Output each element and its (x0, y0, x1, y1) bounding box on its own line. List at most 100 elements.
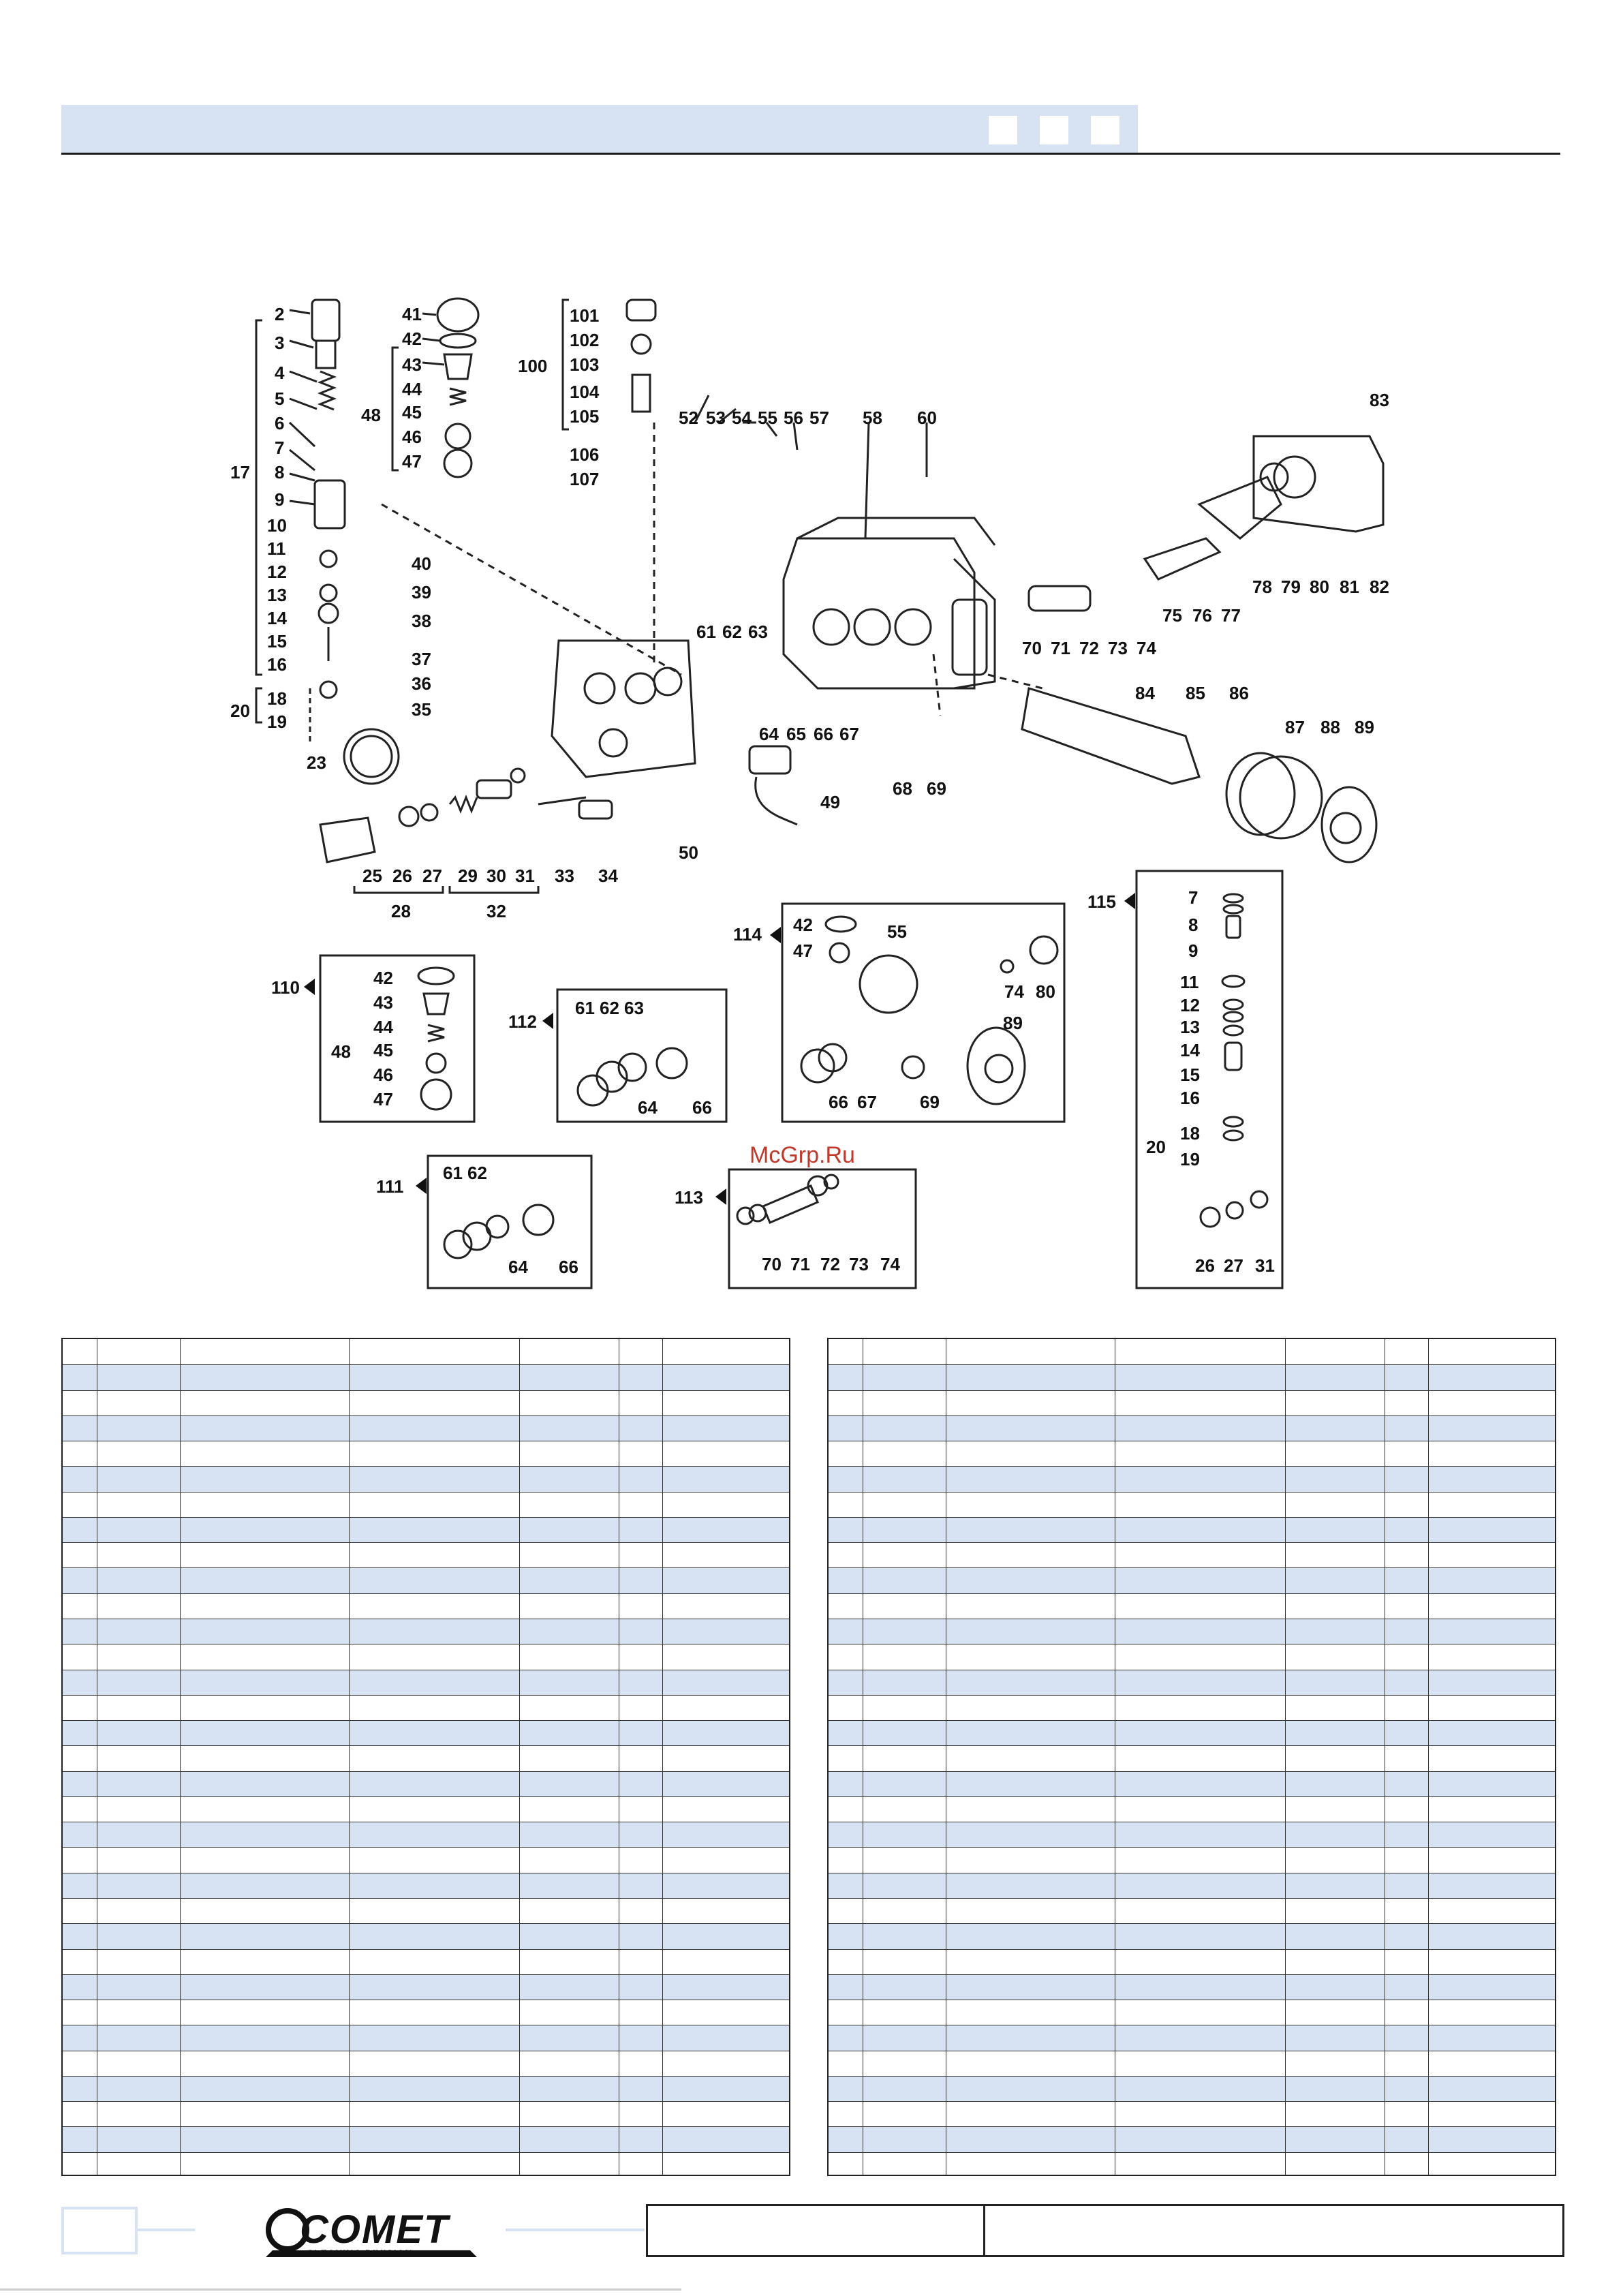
table-row (829, 2152, 1555, 2178)
part-label: 14 (1180, 1040, 1200, 1060)
part-label: 18 (267, 688, 287, 709)
table-row (63, 1796, 789, 1822)
part-label: 20 (1146, 1137, 1166, 1157)
table-column-divider (1285, 1339, 1286, 2175)
table-row (63, 1669, 789, 1696)
part-label: 55 (887, 921, 907, 942)
part-label: 76 (1192, 605, 1212, 626)
table-row (829, 1516, 1555, 1544)
table-row (63, 1593, 789, 1619)
part-label: 32 (486, 901, 506, 921)
logo-mark-icon (266, 2208, 477, 2257)
table-row (829, 1415, 1555, 1442)
part-label: 68 (893, 778, 912, 799)
header-rule (61, 153, 1560, 155)
table-row (829, 1593, 1555, 1619)
part-label: 63 (748, 622, 768, 642)
header-bar (61, 105, 968, 153)
table-column-divider (662, 1339, 663, 2175)
part-label: 18 (1180, 1123, 1200, 1144)
kit-box-110 (319, 954, 476, 1123)
watermark: McGrp.Ru (749, 1142, 855, 1168)
table-row (63, 1542, 789, 1568)
part-label: 13 (267, 585, 287, 605)
part-label: 9 (275, 489, 284, 510)
part-label: 19 (267, 711, 287, 732)
table-row (829, 2025, 1555, 2051)
table-row (63, 2050, 789, 2077)
part-label: 31 (1255, 1255, 1275, 1276)
part-label: 47 (373, 1089, 393, 1109)
table-row (63, 1923, 789, 1950)
part-label: 73 (849, 1254, 869, 1274)
table-row (63, 1491, 789, 1518)
part-label: 47 (402, 451, 422, 472)
table-row (829, 1745, 1555, 1771)
part-label: 80 (1036, 981, 1055, 1002)
table-row (63, 1516, 789, 1544)
part-label: 66 (692, 1097, 712, 1118)
part-label: 48 (331, 1041, 351, 1062)
table-row (63, 1415, 789, 1442)
table-column-divider (1428, 1339, 1429, 2175)
part-label: 36 (412, 673, 431, 694)
part-label: 74 (880, 1254, 900, 1274)
part-label: 89 (1355, 717, 1374, 737)
part-label: 107 (570, 469, 599, 489)
table-row (829, 1720, 1555, 1747)
table-row (63, 1898, 789, 1924)
part-label: 4 (275, 363, 285, 383)
kit-tag-115: 115 (1087, 891, 1116, 912)
part-label: 74 (1004, 981, 1024, 1002)
part-label: 101 (570, 305, 599, 326)
part-label: 69 (920, 1092, 940, 1112)
table-row (63, 1390, 789, 1416)
table-row (829, 2101, 1555, 2127)
part-label: 26 (392, 866, 412, 886)
table-row (829, 1390, 1555, 1416)
table-row (63, 1567, 789, 1594)
part-label: 100 (518, 356, 547, 376)
table-column-divider (519, 1339, 520, 2175)
part-label: 43 (402, 354, 422, 375)
part-label: 26 (1195, 1255, 1215, 1276)
table-row (63, 1822, 789, 1848)
part-label: 33 (555, 866, 574, 886)
table-row (63, 1364, 789, 1391)
kit-tag-113: 113 (675, 1187, 703, 1208)
part-label: 69 (927, 778, 946, 799)
part-label: 70 (762, 1254, 782, 1274)
part-label: 8 (1188, 915, 1198, 935)
part-label: 62 (722, 622, 742, 642)
part-label: 15 (1180, 1065, 1200, 1085)
table-row (829, 1847, 1555, 1873)
comet-logo: COMET CLEANING DIVISION (259, 2203, 484, 2263)
table-row (829, 1567, 1555, 1594)
kit-tag-111: 111 (376, 1176, 404, 1197)
table-row (829, 1466, 1555, 1493)
table-row (829, 1974, 1555, 2001)
part-label: 40 (412, 553, 431, 574)
part-label: 42 (373, 968, 393, 988)
table-row (63, 1771, 789, 1797)
part-label: 12 (267, 562, 287, 582)
table-row (829, 1619, 1555, 1645)
kit-tag-110: 110 (271, 977, 300, 998)
table-row (63, 1847, 789, 1873)
part-label: 75 (1162, 605, 1182, 626)
table-row (829, 1948, 1555, 1975)
part-label: 14 (267, 608, 287, 628)
table-row (829, 1669, 1555, 1696)
part-label: 3 (275, 333, 284, 353)
part-label: 2 (275, 304, 284, 324)
part-label: 7 (275, 438, 284, 458)
part-label: 16 (1180, 1088, 1200, 1108)
info-divider (983, 2206, 985, 2255)
part-label: 43 (373, 992, 393, 1013)
part-label: 67 (839, 724, 859, 744)
part-label: 79 (1281, 577, 1301, 597)
table-row (63, 1619, 789, 1645)
table-row (829, 1441, 1555, 1467)
part-label: 49 (820, 792, 840, 812)
part-label: 19 (1180, 1149, 1200, 1169)
